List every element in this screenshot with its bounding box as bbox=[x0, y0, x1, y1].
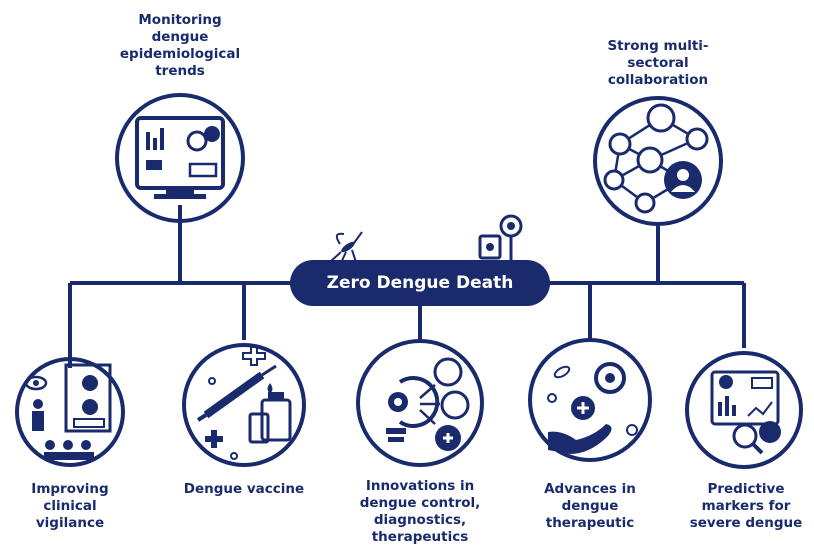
therapeutic-hand-icon bbox=[528, 338, 652, 462]
diagnostic-device-icon bbox=[478, 214, 523, 262]
bottom-node-label-innovations: Innovations in dengue control, diagnosti… bbox=[359, 478, 481, 545]
clinical-vigilance-icon bbox=[15, 357, 125, 467]
predictive-markers-icon bbox=[685, 351, 803, 469]
bottom-node-label-predictive: Predictive markers for severe dengue bbox=[689, 481, 803, 531]
top-node-label-collaboration: Strong multi- sectoral collaboration bbox=[607, 38, 709, 88]
bottom-node-label-advances: Advances in dengue therapeutic bbox=[544, 481, 636, 531]
center-title: Zero Dengue Death bbox=[326, 273, 514, 293]
bottom-node-label-clinical-vigilance: Improving clinical vigilance bbox=[31, 481, 109, 531]
monitor-dashboard-icon bbox=[115, 93, 245, 223]
innovation-bulb-icon bbox=[356, 339, 484, 467]
network-people-icon bbox=[593, 96, 723, 226]
vaccine-syringe-icon bbox=[182, 343, 306, 467]
bottom-node-label-vaccine: Dengue vaccine bbox=[183, 481, 305, 497]
top-node-label-monitoring: Monitoring dengue epidemiological trends bbox=[119, 12, 241, 79]
center-title-pill: Zero Dengue Death bbox=[290, 260, 550, 306]
